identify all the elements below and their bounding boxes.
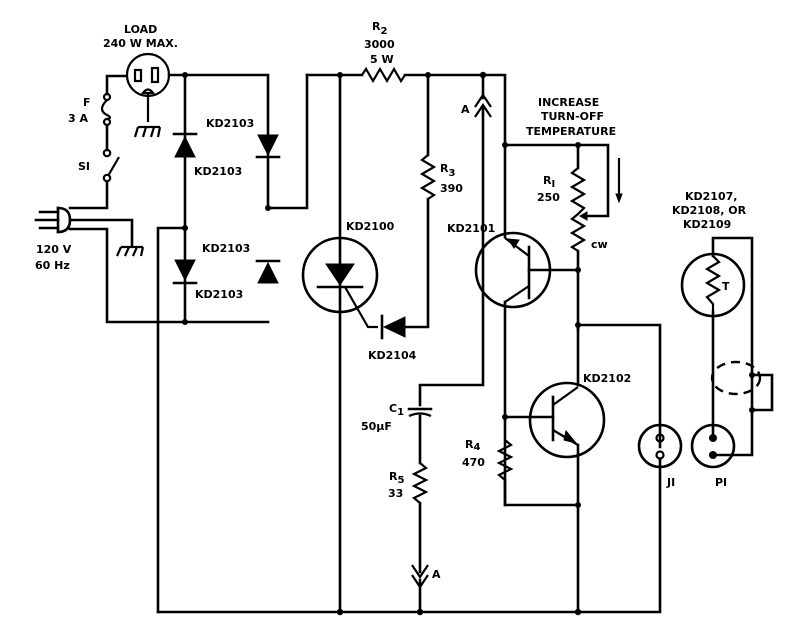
ground-icon [133,125,162,138]
connector-a-top-label: A [461,103,470,116]
connector-a-bottom-label: A [432,568,441,581]
bridge-diode-label: KD2103 [206,117,254,130]
capacitor-c1 [407,407,433,418]
resistor-r4 [496,439,580,507]
load-rating-label: 240 W MAX. [103,37,178,50]
r3-value-label: 390 [440,182,463,195]
adjust-label-line1: INCREASE [538,96,599,109]
plug-label: PI [715,476,727,489]
transistor-kd2101 [474,143,580,507]
diode-icon [172,132,198,158]
r3-ref-label: R3 [440,162,455,179]
diode-icon [255,134,281,159]
c1-value-label: 50µF [361,420,392,433]
jack-j1[interactable] [576,423,683,614]
supply-voltage-label: 120 V [36,243,72,256]
timing-branch [407,73,492,616]
r1-cw-label: cw [591,238,608,251]
r1-value-label: 250 [537,191,560,204]
adjust-label-line3: TEMPERATURE [526,125,616,138]
jack-label: JI [666,476,675,489]
r2-value-label: 3000 [364,38,395,51]
r3-branch [380,73,437,340]
sensor-label-line1: KD2107, [685,190,737,203]
thermistor-mark: T [722,280,730,293]
r4-ref-label: R4 [465,438,480,453]
q2-label: KD2102 [583,372,631,385]
r5-value-label: 33 [388,487,403,500]
wire-fuse-outlet [105,74,128,96]
r5-ref-label: R5 [389,470,404,486]
gate-diode-label: KD2104 [368,349,417,362]
c1-ref-label: C1 [389,402,404,418]
supply-freq-label: 60 Hz [35,259,70,272]
r1-ref-label: RI [543,174,555,190]
bridge-diode-label: KD2103 [195,288,243,301]
fuse-value-label: 3 A [68,112,88,125]
r2-power-label: 5 W [370,53,394,66]
connector-a-top [474,93,492,118]
fuse-f [100,92,112,127]
scr-label: KD2100 [346,220,395,233]
resistor-r3 [419,154,437,200]
resistor-r2 [361,66,406,84]
diode-icon [255,259,281,284]
bridge-diode-label: KD2103 [202,242,250,255]
fuse-ref-label: F [83,96,91,109]
load-label: LOAD [124,23,157,36]
plug-p1[interactable] [690,236,754,469]
wire-ground [68,218,134,247]
thermistor-probe [680,252,774,413]
r2-ref-label: R2 [372,20,387,37]
diode-kd2104 [380,314,406,340]
resistor-r5 [411,462,429,504]
adjust-label-line2: TURN-OFF [541,110,604,123]
q1-label: KD2101 [447,222,495,235]
potentiometer-r1[interactable] [503,142,623,332]
ground-icon [115,245,145,257]
switch-s1[interactable] [102,148,120,183]
wire-hot [68,180,109,210]
load-outlet [125,52,171,122]
switch-label: SI [78,160,90,173]
power-plug-icon [34,206,72,234]
scr-kd2100 [301,73,379,614]
sensor-label-line2: KD2108, OR [672,204,747,217]
top-rail [305,66,508,148]
bridge-diode-label: KD2103 [194,165,242,178]
diode-icon [172,259,198,285]
arrow-down-icon [615,158,623,204]
r4-value-label: 470 [462,456,485,469]
ac-input-section [34,52,309,324]
bridge-rectifier [156,72,281,614]
wire-outlet-bridge [167,73,309,210]
sensor-label-line3: KD2109 [683,218,731,231]
transistor-kd2102 [503,323,662,616]
